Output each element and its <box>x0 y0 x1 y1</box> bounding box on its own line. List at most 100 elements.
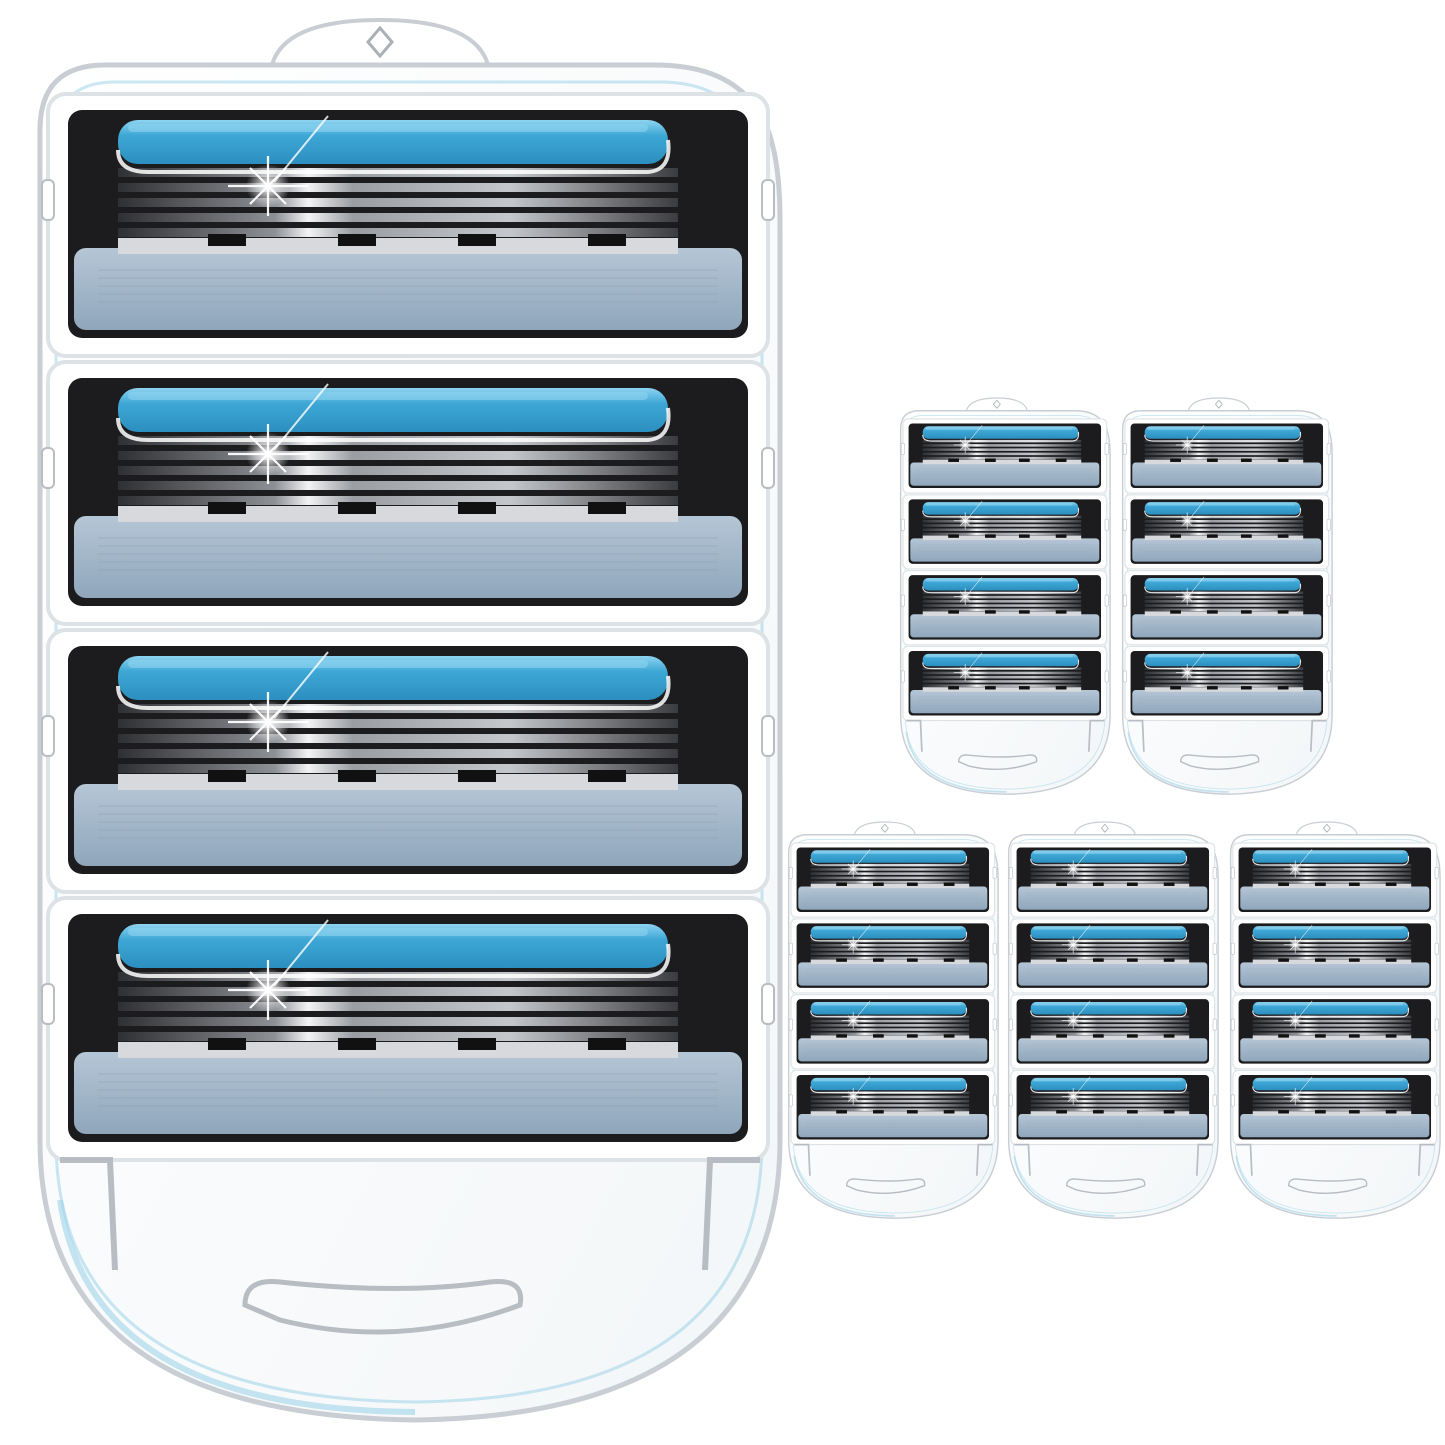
blade-clip <box>338 502 376 514</box>
cartridge <box>788 994 997 1070</box>
blade-clip <box>1240 686 1252 690</box>
side-clip <box>788 1094 793 1107</box>
comb-bar <box>118 506 678 522</box>
side-clip <box>1008 1094 1013 1107</box>
blade <box>1030 1028 1190 1031</box>
cartridge <box>1008 918 1217 994</box>
holder-leg <box>976 1143 993 1176</box>
side-clip <box>761 179 775 221</box>
cartridge <box>900 570 1109 646</box>
blade <box>810 1104 970 1107</box>
blade-clip <box>1126 1034 1138 1038</box>
comb-bar <box>1252 1111 1412 1116</box>
thumb-grip <box>957 754 1038 770</box>
blade <box>1144 595 1304 599</box>
cartridge <box>1122 494 1331 570</box>
holder-leg <box>60 1157 118 1271</box>
blade-clip <box>906 1034 918 1038</box>
blade-clip <box>1240 610 1252 614</box>
cartridge <box>1230 918 1439 994</box>
blade <box>1252 1024 1412 1027</box>
comb-guard <box>1132 462 1322 486</box>
comb-bar <box>118 774 678 790</box>
comb-guard <box>1132 614 1322 638</box>
blade-clip <box>948 610 959 614</box>
comb-bar <box>810 1111 970 1116</box>
side-clip <box>1008 1018 1013 1031</box>
blade <box>118 183 678 192</box>
blade <box>1030 952 1190 956</box>
blade-clip <box>1056 1034 1067 1038</box>
side-clip <box>1326 594 1331 607</box>
blade-clip <box>208 770 246 782</box>
holder-rim <box>792 839 994 1214</box>
side-clip <box>41 983 55 1025</box>
blade <box>810 956 970 960</box>
blade <box>922 608 1082 612</box>
side-clip <box>900 594 905 607</box>
comb-guard <box>910 462 1100 486</box>
blade <box>922 528 1082 532</box>
comb-guard <box>1132 538 1322 562</box>
blade-clip <box>1018 458 1030 462</box>
blade <box>118 198 678 207</box>
side-clip <box>788 866 793 879</box>
cartridge <box>41 896 775 1162</box>
blade <box>922 604 1082 607</box>
blade-clip <box>1278 1034 1289 1038</box>
cartridge <box>1008 1069 1217 1146</box>
blade <box>810 952 970 956</box>
blade <box>118 734 678 743</box>
side-clip <box>992 1094 997 1107</box>
blade <box>810 1024 970 1027</box>
blade-clip <box>906 1110 918 1114</box>
blade <box>1144 452 1304 456</box>
blade-clip <box>458 234 496 246</box>
blade-clip <box>1092 882 1104 886</box>
side-clip <box>992 1018 997 1031</box>
blade <box>922 456 1082 460</box>
blade <box>1030 1099 1190 1103</box>
side-clip <box>41 715 55 757</box>
blade <box>1030 1104 1190 1107</box>
side-clip <box>41 179 55 221</box>
blade <box>810 1099 970 1103</box>
comb-bar <box>1144 459 1304 465</box>
side-clip <box>1212 1094 1217 1107</box>
blade-clip <box>1277 458 1289 462</box>
blade <box>1144 532 1304 536</box>
blade <box>1144 519 1304 523</box>
blade <box>810 868 970 871</box>
comb-bar <box>810 1035 970 1040</box>
blade-clip <box>588 1038 626 1050</box>
side-clip <box>788 942 793 955</box>
blade-clip <box>1277 610 1289 614</box>
side-clip <box>1008 866 1013 879</box>
blade <box>1144 608 1304 612</box>
blade <box>810 948 970 951</box>
cartridge <box>41 92 775 358</box>
blade <box>1252 880 1412 884</box>
comb-bar <box>1252 959 1412 965</box>
blade <box>922 444 1082 447</box>
thumb-grip <box>1287 1178 1368 1194</box>
cartridge <box>900 645 1109 722</box>
comb-guard <box>798 962 988 986</box>
holder-leg <box>1088 719 1105 752</box>
small-holder <box>899 397 1111 795</box>
blade-clip <box>1240 458 1252 462</box>
thumb-grip <box>1065 1178 1146 1194</box>
blade <box>1030 872 1190 875</box>
blade-clip <box>208 234 246 246</box>
comb-guard <box>1240 1038 1430 1062</box>
comb-bar <box>810 959 970 965</box>
blade <box>922 680 1082 683</box>
blade <box>118 719 678 728</box>
blade-clip <box>1018 610 1030 614</box>
blade-clip <box>984 686 996 690</box>
comb-guard <box>798 886 988 910</box>
blade-clip <box>943 882 955 886</box>
blade <box>1144 444 1304 447</box>
blade-clip <box>948 534 959 538</box>
